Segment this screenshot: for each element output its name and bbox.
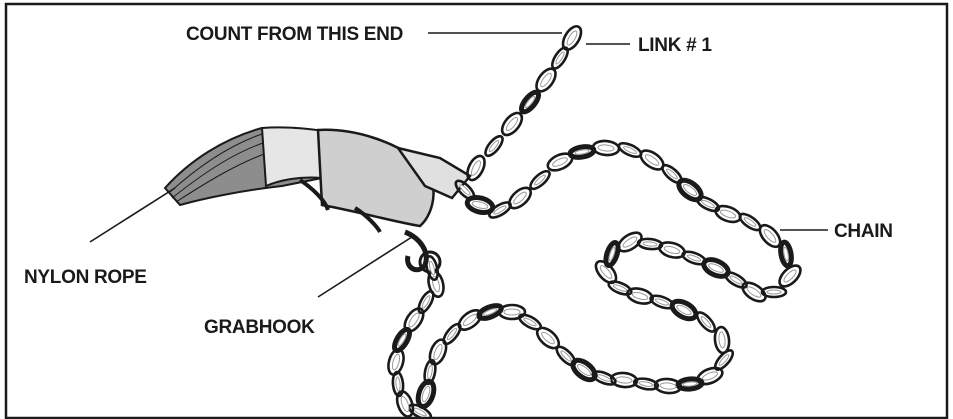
label-chain: CHAIN xyxy=(834,221,893,242)
chain-link-hole xyxy=(643,241,657,246)
label-nylon-rope: NYLON ROPE xyxy=(24,267,147,288)
chain-link-hole xyxy=(616,376,633,384)
nylon-rope-icon xyxy=(165,127,434,232)
chain-link-hole xyxy=(631,291,648,301)
chain-link-hole xyxy=(663,245,680,255)
chain-link-hole xyxy=(718,332,726,349)
chain-icon xyxy=(386,23,804,419)
chain-link-hole xyxy=(767,290,781,294)
label-count-from: COUNT FROM THIS END xyxy=(186,24,403,45)
chain-link-hole xyxy=(598,144,614,151)
leader-nylon-rope xyxy=(90,188,175,242)
leader-grabhook xyxy=(318,235,415,297)
chain-link-hole xyxy=(395,377,400,391)
label-grabhook: GRABHOOK xyxy=(204,317,315,338)
chain-link-hole xyxy=(391,353,401,370)
chain-link-hole xyxy=(504,309,520,315)
chain-link-hole xyxy=(639,381,653,387)
label-link1: LINK # 1 xyxy=(638,35,712,56)
chain-link-hole xyxy=(660,382,676,389)
chain-link-hole xyxy=(427,365,433,379)
